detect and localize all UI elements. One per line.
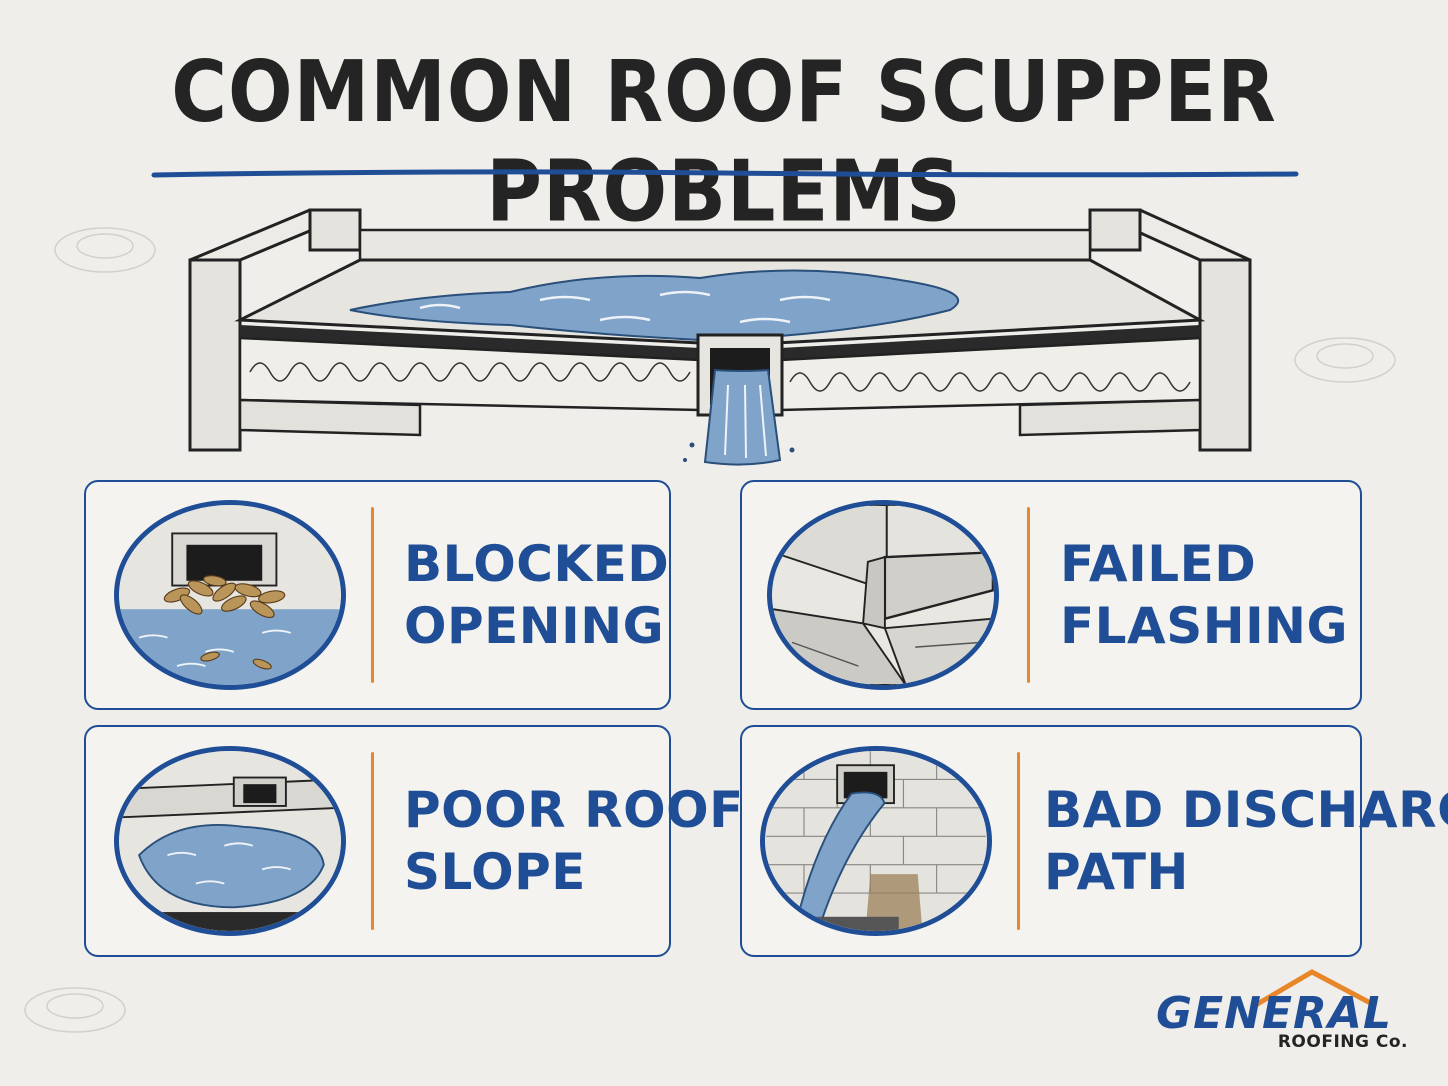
page-title: COMMON ROOF SCUPPER PROBLEMS xyxy=(171,41,1277,241)
card-divider xyxy=(1017,752,1020,930)
roof-cross-section-illustration xyxy=(188,208,1252,466)
card-label: FAILED FLASHING xyxy=(1060,535,1349,655)
card-label: BAD DISCHARGE PATH xyxy=(1044,781,1448,901)
poor-roof-slope-illustration xyxy=(114,746,346,936)
company-logo: GENERAL ROOFING Co. xyxy=(1150,968,1410,1058)
card-divider xyxy=(1027,507,1030,683)
problem-card-failed-flashing: FAILED FLASHING xyxy=(740,480,1362,710)
problem-card-bad-discharge-path: BAD DISCHARGE PATH xyxy=(740,725,1448,957)
card-label: BLOCKED OPENING xyxy=(404,535,670,655)
logo-wordmark: GENERAL xyxy=(1156,988,1393,1039)
bad-discharge-path-illustration xyxy=(760,746,992,936)
logo-subtitle: ROOFING Co. xyxy=(1277,1032,1408,1052)
card-divider xyxy=(371,507,374,683)
problem-card-poor-roof-slope: POOR ROOF SLOPE xyxy=(84,725,743,957)
drain-sketch-decoration xyxy=(1294,337,1396,383)
drain-sketch-decoration xyxy=(54,227,156,273)
title-underline xyxy=(151,169,1299,178)
problem-card-blocked-opening: BLOCKED OPENING xyxy=(84,480,671,710)
card-label: POOR ROOF SLOPE xyxy=(404,781,744,901)
card-divider xyxy=(371,752,374,930)
roof-logo-icon xyxy=(1252,969,1378,1008)
blocked-opening-illustration xyxy=(114,500,346,690)
drain-sketch-decoration xyxy=(24,987,126,1033)
failed-flashing-illustration xyxy=(767,500,999,690)
